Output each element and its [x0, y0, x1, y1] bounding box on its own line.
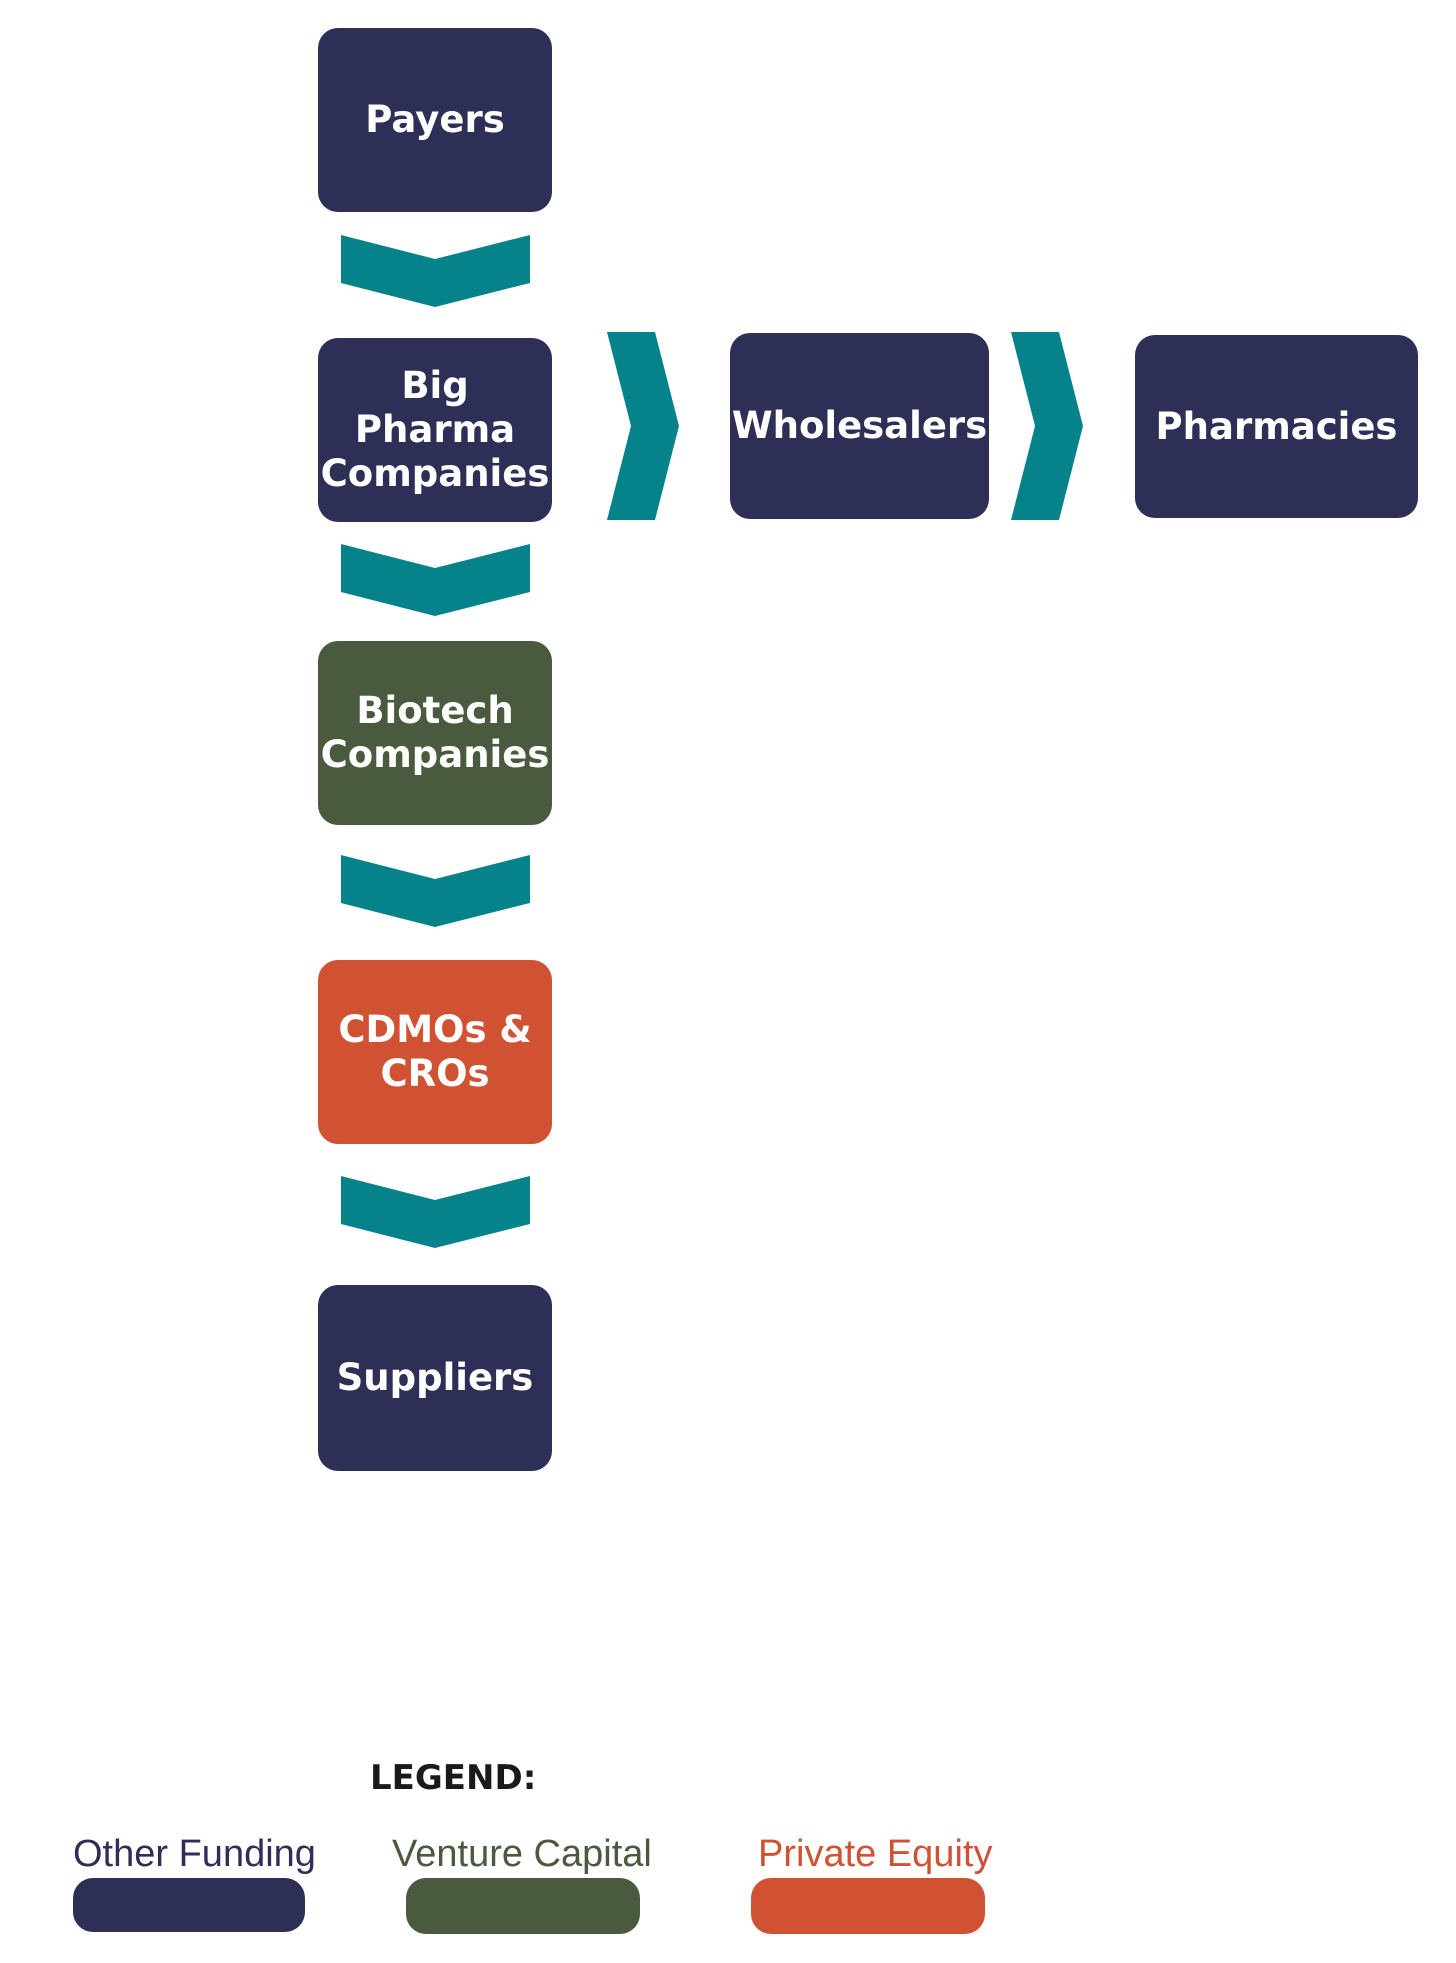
- legend-title: LEGEND:: [370, 1758, 537, 1798]
- node-suppliers-label: Suppliers: [336, 1356, 534, 1399]
- node-payers: Payers: [318, 28, 552, 212]
- chevron-down-icon: [341, 855, 530, 927]
- node-pharmacies-label: Pharmacies: [1155, 404, 1398, 448]
- node-cdmos-cros: CDMOs & CROs: [318, 960, 552, 1144]
- chevron-down-icon: [341, 235, 530, 307]
- node-suppliers: Suppliers: [318, 1285, 552, 1471]
- chevron-down-icon: [341, 1176, 530, 1248]
- node-big-pharma-companies: Big Pharma Companies: [318, 338, 552, 522]
- legend-swatch-private-equity: [751, 1878, 985, 1934]
- node-biotech-line-2: Companies: [320, 733, 550, 776]
- legend-label-venture-capital: Venture Capital: [392, 1833, 652, 1875]
- node-biotech-companies: Biotech Companies: [318, 641, 552, 825]
- node-wholesalers-label: Wholesalers: [731, 404, 988, 447]
- legend-swatch-venture-capital: [406, 1878, 640, 1934]
- node-big-pharma-line-2: Pharma: [354, 408, 516, 451]
- node-cdmos-line-2: CROs: [380, 1052, 490, 1095]
- node-cdmos-line-1: CDMOs &: [338, 1008, 532, 1051]
- chevron-right-icon: [607, 332, 679, 520]
- chevron-down-icon: [341, 544, 530, 616]
- node-payers-label: Payers: [365, 98, 505, 141]
- node-big-pharma-line-3: Companies: [320, 452, 550, 495]
- legend-swatch-other-funding: [73, 1878, 305, 1932]
- node-wholesalers: Wholesalers: [730, 333, 989, 519]
- legend-label-private-equity: Private Equity: [758, 1833, 993, 1875]
- legend-label-other-funding: Other Funding: [73, 1833, 316, 1875]
- node-pharmacies: Pharmacies: [1135, 335, 1418, 518]
- node-big-pharma-line-1: Big: [401, 364, 469, 407]
- chevron-right-icon: [1011, 332, 1083, 520]
- node-biotech-line-1: Biotech: [356, 689, 514, 732]
